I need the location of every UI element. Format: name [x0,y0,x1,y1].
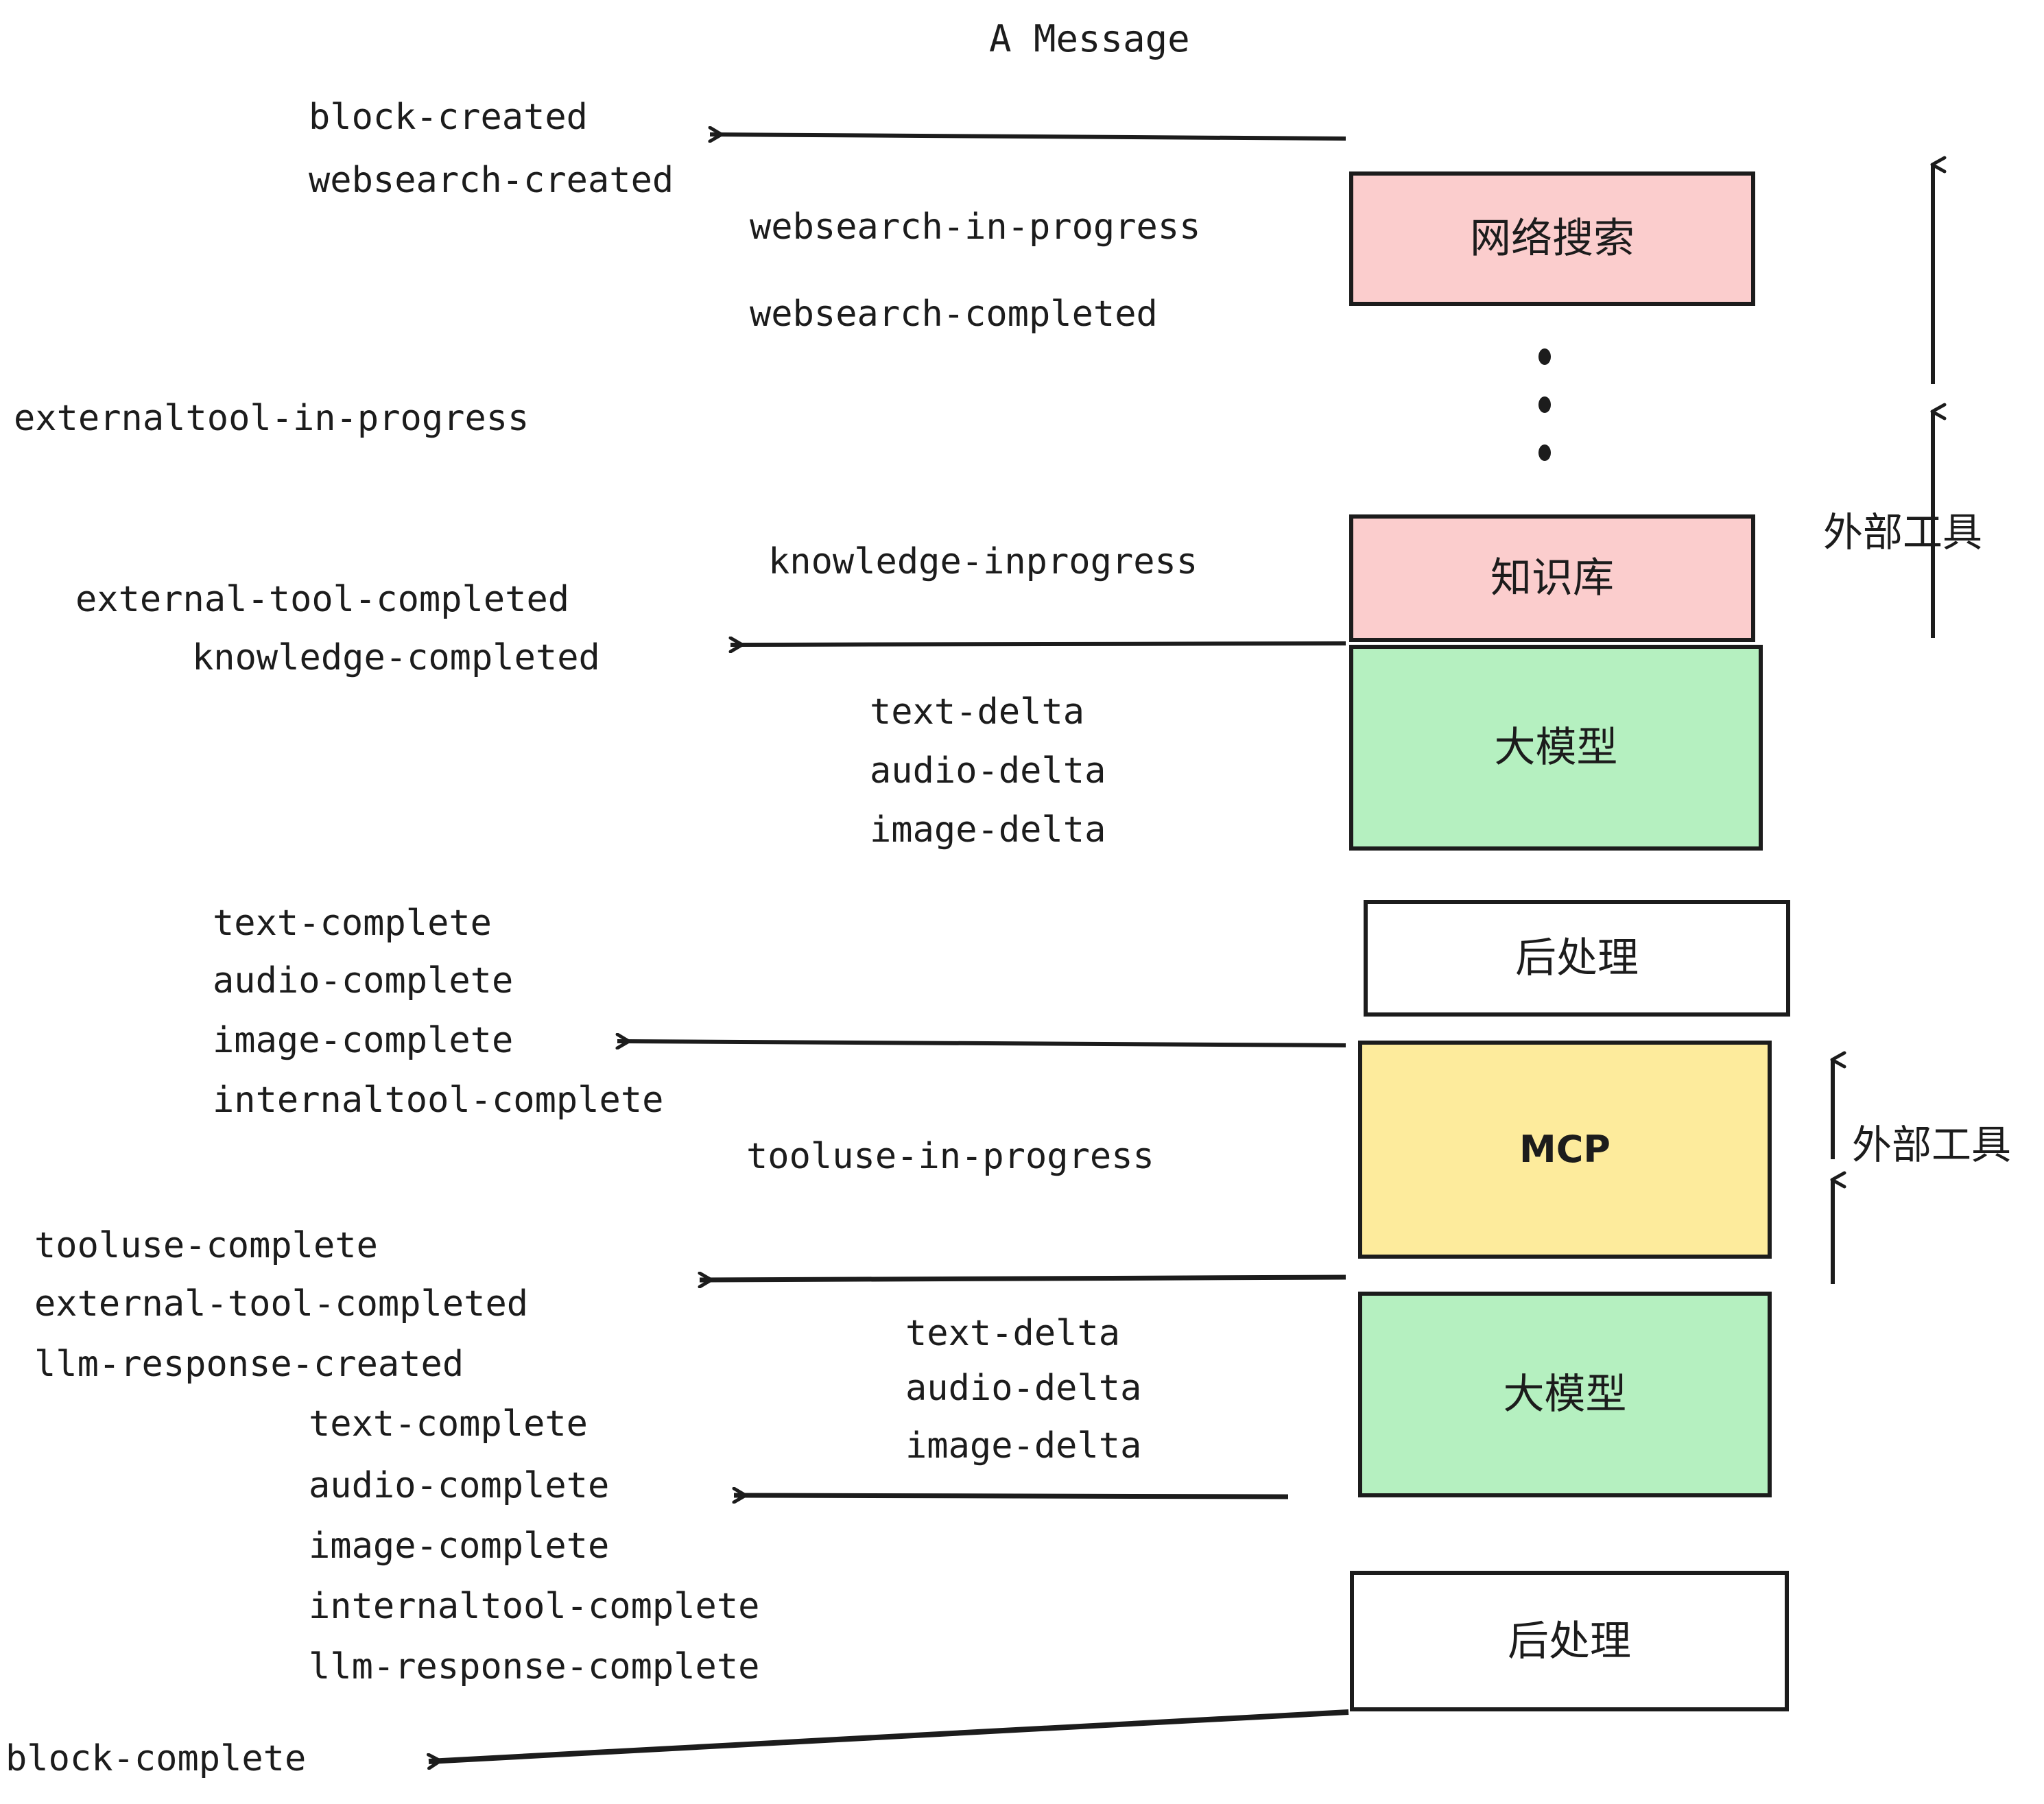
box-postprocess-1[interactable]: 后处理 [1364,900,1790,1017]
box-mcp[interactable]: MCP [1358,1041,1772,1259]
arrow-websearch-to-block-created [710,134,1346,139]
event-block-created: block-created [309,97,588,138]
event-block-complete: block-complete [5,1738,307,1779]
event-knowledge-inprogress: knowledge-inprogress [768,541,1198,582]
event-tooluse-complete: tooluse-complete [34,1225,378,1266]
arrow-knowledge-to-completed [730,643,1346,645]
event-internaltool-complete-2: internaltool-complete [309,1586,760,1627]
event-text-complete-2: text-complete [309,1403,588,1445]
event-websearch-created: websearch-created [309,160,674,201]
arrow-mcp-to-tooluse-complete [700,1277,1346,1280]
event-audio-complete-1: audio-complete [213,960,514,1001]
event-text-complete-1: text-complete [213,903,492,944]
box-postprocess-2-label: 后处理 [1508,1617,1631,1665]
event-external-tool-completed-2: external-tool-completed [34,1283,529,1325]
event-knowledge-completed: knowledge-completed [192,637,600,678]
box-mcp-label: MCP [1519,1128,1611,1171]
box-llm-2-label: 大模型 [1503,1370,1627,1419]
box-postprocess-2[interactable]: 后处理 [1350,1571,1789,1711]
event-websearch-completed: websearch-completed [750,294,1158,335]
event-audio-complete-2: audio-complete [309,1465,610,1506]
box-llm-1[interactable]: 大模型 [1349,645,1763,851]
event-image-delta-2: image-delta [905,1425,1142,1467]
event-text-delta-1: text-delta [870,691,1085,733]
event-external-tool-completed-1: external-tool-completed [75,579,570,620]
external-tools-label-top: 外部工具 [1823,509,1983,556]
event-externaltool-in-progress: externaltool-in-progress [14,398,530,439]
event-llm-response-complete: llm-response-complete [309,1646,760,1687]
event-audio-delta-1: audio-delta [870,750,1106,792]
page-title: A Message [989,17,1190,60]
box-postprocess-1-label: 后处理 [1515,934,1639,982]
box-knowledge[interactable]: 知识库 [1349,514,1755,642]
event-tooluse-in-progress: tooluse-in-progress [746,1136,1154,1177]
external-tools-label-bottom: 外部工具 [1852,1121,2012,1168]
box-llm-2[interactable]: 大模型 [1358,1292,1772,1497]
event-websearch-in-progress: websearch-in-progress [750,206,1201,248]
event-text-delta-2: text-delta [905,1313,1121,1354]
box-llm-1-label: 大模型 [1494,724,1618,772]
arrow-llm2-to-audio-complete [734,1495,1289,1497]
box-websearch-label: 网络搜索 [1470,215,1635,263]
event-llm-response-created: llm-response-created [34,1344,464,1385]
event-image-complete-2: image-complete [309,1526,610,1567]
arrow-postprocess-to-image-complete [617,1041,1346,1045]
event-image-delta-1: image-delta [870,809,1106,851]
event-audio-delta-2: audio-delta [905,1368,1142,1409]
box-websearch[interactable]: 网络搜索 [1349,171,1755,306]
event-image-complete-1: image-complete [213,1020,514,1061]
box-knowledge-label: 知识库 [1490,554,1614,602]
arrow-postprocess2-to-block-complete [429,1709,1349,1761]
event-internaltool-complete-1: internaltool-complete [213,1080,664,1121]
